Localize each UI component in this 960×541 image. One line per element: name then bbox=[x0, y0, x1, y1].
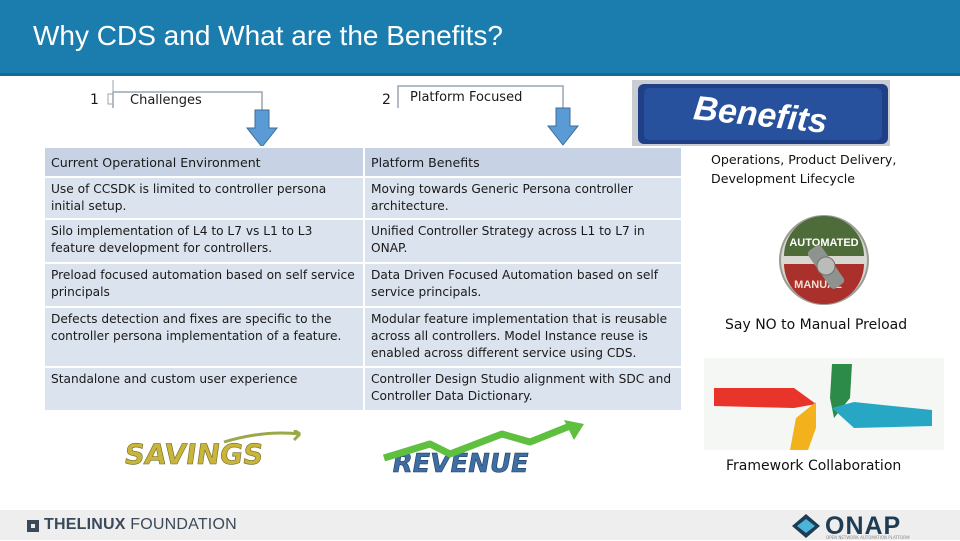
savings-image: SAVINGS bbox=[124, 430, 302, 470]
step-2-bracket-arrow bbox=[397, 85, 580, 146]
table-row: Silo implementation of L4 to L7 vs L1 to… bbox=[43, 218, 683, 264]
table-cell-current: Silo implementation of L4 to L7 vs L1 to… bbox=[43, 218, 365, 264]
benefits-key-image: Benefits bbox=[632, 80, 890, 146]
step-2-label: Platform Focused bbox=[410, 90, 523, 105]
linux-foundation-mark-icon bbox=[27, 520, 39, 532]
automated-switch-image: AUTOMATED MANUAL bbox=[779, 215, 869, 305]
table-row: Defects detection and fixes are specific… bbox=[43, 306, 683, 368]
step-1-bracket-arrow bbox=[107, 80, 279, 148]
step-arrows bbox=[107, 80, 580, 148]
table-cell-benefit: Unified Controller Strategy across L1 to… bbox=[363, 218, 683, 264]
table-cell-current: Preload focused automation based on self… bbox=[43, 262, 365, 308]
table-cell-benefit: Controller Design Studio alignment with … bbox=[363, 366, 683, 412]
automated-label: AUTOMATED bbox=[789, 237, 858, 249]
framework-collaboration-caption: Framework Collaboration bbox=[726, 458, 902, 474]
column-header-benefits: Platform Benefits bbox=[363, 146, 683, 178]
lf-logo-bold: THELINUX bbox=[44, 516, 126, 533]
revenue-image: REVENUE bbox=[382, 420, 584, 476]
collaboration-hands-image bbox=[704, 358, 944, 450]
table-row: Use of CCSDK is limited to controller pe… bbox=[43, 176, 683, 220]
step-1-number: 1 bbox=[90, 92, 99, 108]
onap-tagline: OPEN NETWORK AUTOMATION PLATFORM bbox=[826, 535, 910, 540]
savings-text: SAVINGS bbox=[124, 438, 265, 470]
onap-logo-mark-icon bbox=[792, 514, 820, 538]
step-1-label: Challenges bbox=[130, 93, 202, 108]
table-cell-benefit: Data Driven Focused Automation based on … bbox=[363, 262, 683, 308]
step-2-number: 2 bbox=[382, 92, 391, 108]
column-header-current: Current Operational Environment bbox=[43, 146, 365, 178]
table-cell-current: Use of CCSDK is limited to controller pe… bbox=[43, 176, 365, 220]
table-header-row: Current Operational Environment Platform… bbox=[43, 146, 683, 178]
manual-preload-caption: Say NO to Manual Preload bbox=[725, 317, 908, 333]
linux-foundation-logo: THELINUX FOUNDATION bbox=[44, 516, 237, 534]
benefits-caption-line1: Operations, Product Delivery, bbox=[711, 152, 897, 167]
page-title: Why CDS and What are the Benefits? bbox=[33, 20, 503, 51]
onap-logo: ONAP bbox=[825, 512, 902, 540]
table-cell-current: Standalone and custom user experience bbox=[43, 366, 365, 412]
table-row: Standalone and custom user experience Co… bbox=[43, 366, 683, 412]
benefits-caption-line2: Development Lifecycle bbox=[711, 171, 856, 186]
table-row: Preload focused automation based on self… bbox=[43, 262, 683, 308]
comparison-table: Current Operational Environment Platform… bbox=[43, 146, 683, 412]
table-cell-benefit: Modular feature implementation that is r… bbox=[363, 306, 683, 368]
table-cell-current: Defects detection and fixes are specific… bbox=[43, 306, 365, 368]
lf-logo-rest: FOUNDATION bbox=[125, 516, 237, 533]
title-bar: Why CDS and What are the Benefits? bbox=[0, 0, 960, 76]
table-cell-benefit: Moving towards Generic Persona controlle… bbox=[363, 176, 683, 220]
